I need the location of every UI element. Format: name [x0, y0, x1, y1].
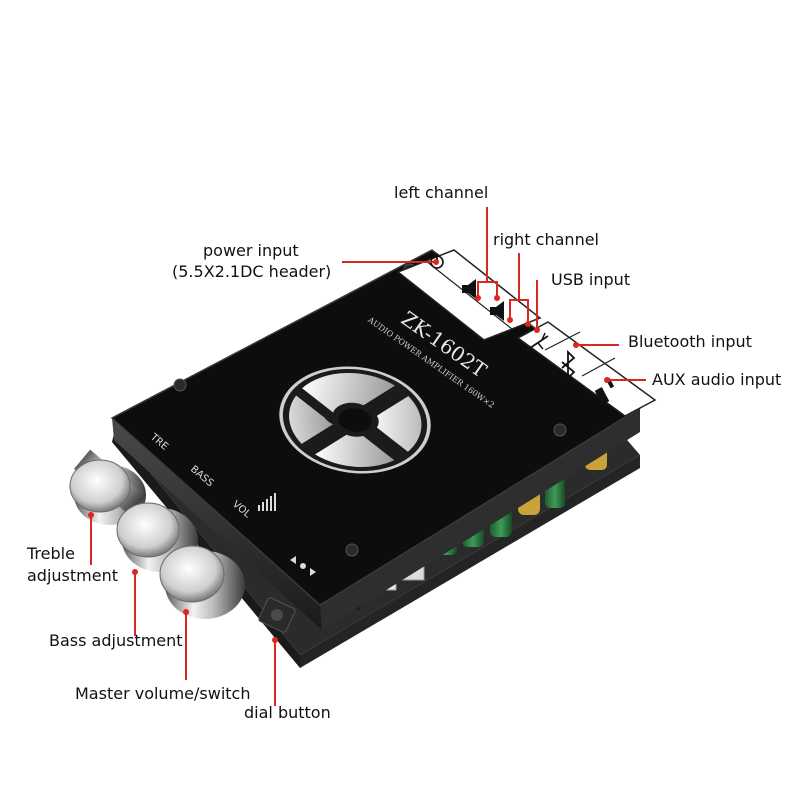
speaker-icon — [462, 279, 476, 299]
callout-dial-button: dial button — [244, 703, 331, 722]
callout-left-channel: left channel — [394, 183, 489, 202]
callout-aux-input: AUX audio input — [652, 370, 782, 389]
volume-knob[interactable] — [159, 545, 245, 619]
mode-indicator-arrows — [290, 556, 316, 576]
usb-icon — [525, 332, 549, 352]
dial-button[interactable] — [258, 597, 296, 633]
callout-right-channel: right channel — [493, 230, 599, 249]
callout-treble: Treble adjustment — [27, 544, 118, 585]
input-panel — [516, 321, 657, 417]
volume-level-bars — [258, 493, 276, 511]
leader-right-channel — [509, 253, 520, 320]
treble-knob[interactable] — [69, 449, 146, 525]
callout-power-input-detail: (5.5X2.1DC header) — [172, 262, 332, 281]
callout-bass: Bass adjustment — [49, 631, 183, 650]
speaker-icon-right — [490, 301, 504, 321]
fan-graphic — [279, 366, 431, 474]
bluetooth-icon — [561, 349, 576, 381]
callout-bluetooth-input: Bluetooth input — [628, 332, 752, 351]
callout-usb-input: USB input — [551, 270, 631, 289]
leader-lines — [90, 207, 646, 706]
board-side-wall — [112, 408, 640, 630]
callout-master-volume: Master volume/switch — [75, 684, 251, 703]
power-speaker-panel — [396, 249, 542, 341]
callout-power-input: power input — [203, 241, 299, 260]
leader-left-channel — [477, 207, 488, 298]
leader-dots — [88, 259, 610, 643]
